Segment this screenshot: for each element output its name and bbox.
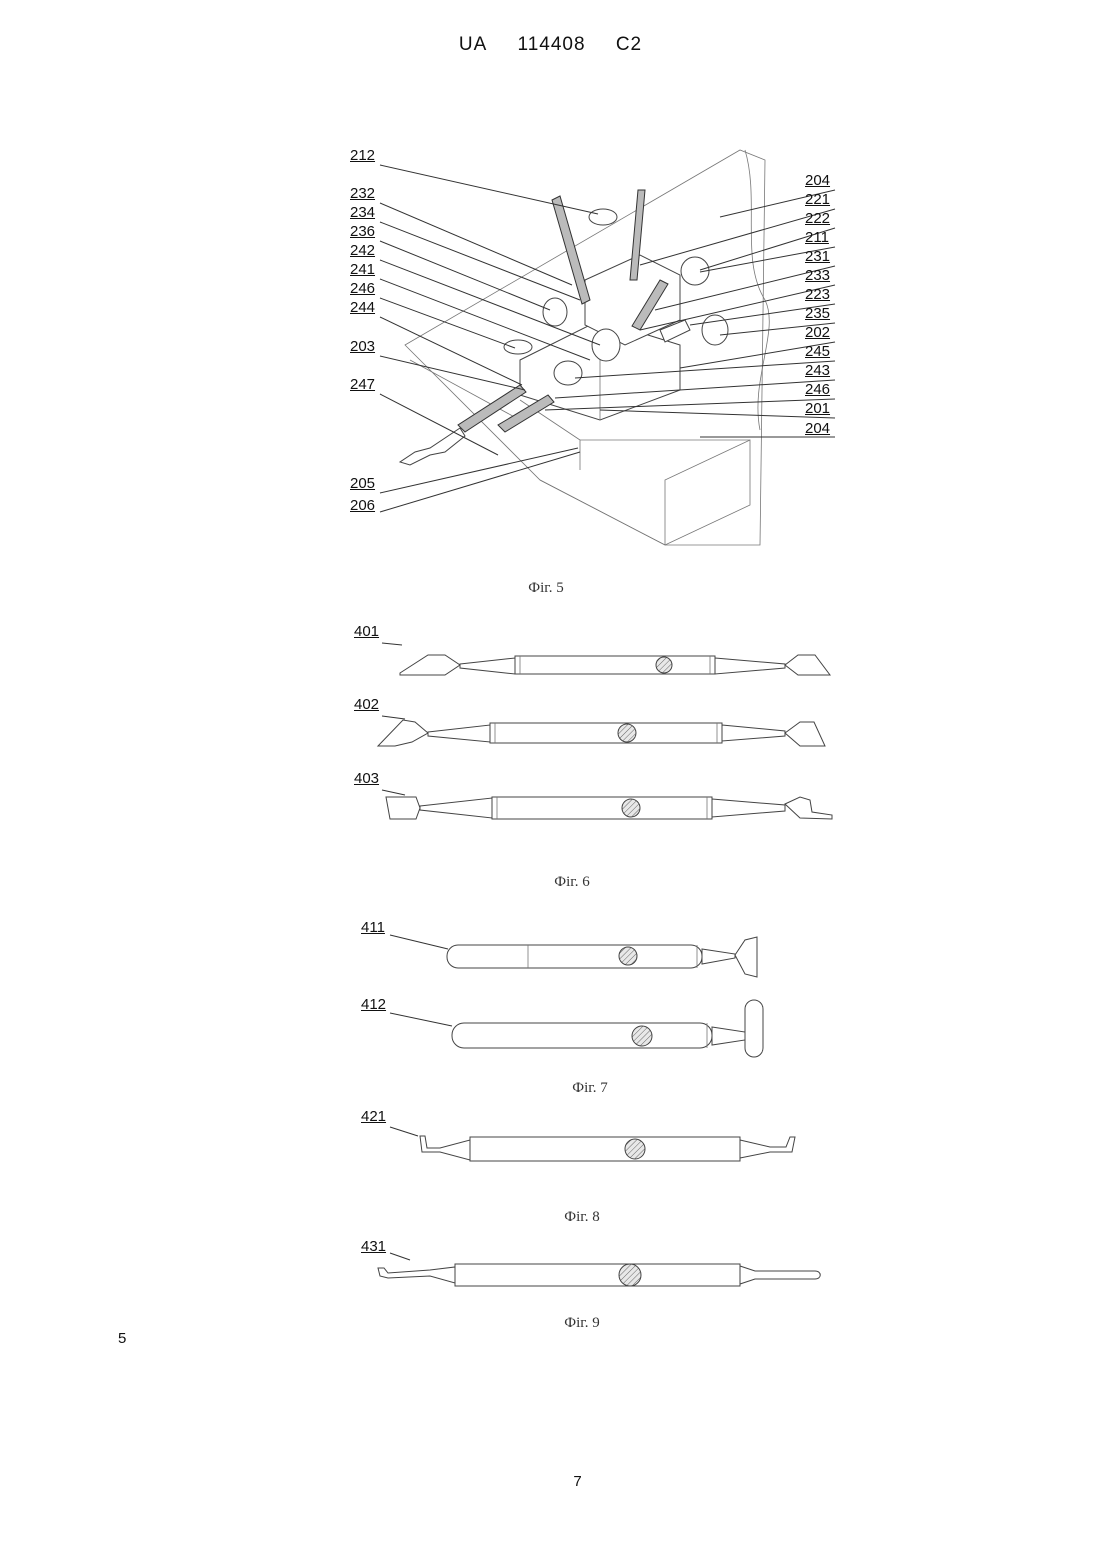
fig6-instrument-401: [382, 643, 830, 675]
fig8-instrument-421: [390, 1127, 795, 1161]
fig5-label-right: 246: [805, 381, 830, 398]
fig7-instrument-412: [390, 1000, 763, 1057]
fig5-label-right: 221: [805, 191, 830, 208]
fig6-label: 403: [354, 770, 379, 787]
fig8-label: 421: [361, 1108, 386, 1125]
fig5-label-right: 233: [805, 267, 830, 284]
fig9-instrument-431: [378, 1253, 820, 1286]
fig5-label-right: 223: [805, 286, 830, 303]
fig5-label-left: 241: [350, 261, 375, 278]
fig5-label-right: 202: [805, 324, 830, 341]
fig5-label-right: 211: [805, 229, 829, 246]
fig5-label-left: 244: [350, 299, 375, 316]
fig9-caption: Фіг. 9: [522, 1315, 642, 1332]
fig8-caption: Фіг. 8: [522, 1209, 642, 1226]
page-number: 7: [0, 1473, 1101, 1490]
fig7-label: 412: [361, 996, 386, 1013]
fig7-caption: Фіг. 7: [530, 1080, 650, 1097]
fig5-label-right: 201: [805, 400, 830, 417]
fig5-assembly-drawing: [380, 150, 835, 545]
fig5-label-right: 243: [805, 362, 830, 379]
fig5-label-left: 247: [350, 376, 375, 393]
fig7-instrument-411: [390, 935, 757, 977]
fig5-label-left: 234: [350, 204, 375, 221]
fig5-label-left: 242: [350, 242, 375, 259]
fig5-label-left: 205: [350, 475, 375, 492]
fig9-label: 431: [361, 1238, 386, 1255]
fig6-caption: Фіг. 6: [512, 874, 632, 891]
fig5-caption: Фіг. 5: [486, 580, 606, 597]
fig6-instrument-403: [382, 790, 832, 819]
fig5-label-left: 212: [350, 147, 375, 164]
fig5-label-right: 204: [805, 172, 830, 189]
fig5-label-left: 232: [350, 185, 375, 202]
fig6-label: 401: [354, 623, 379, 640]
margin-line-number: 5: [118, 1330, 126, 1347]
fig5-label-right: 245: [805, 343, 830, 360]
fig5-label-right: 222: [805, 210, 830, 227]
fig5-label-left: 206: [350, 497, 375, 514]
fig5-label-right: 231: [805, 248, 830, 265]
fig5-label-right: 235: [805, 305, 830, 322]
fig7-label: 411: [361, 919, 385, 936]
fig6-instrument-402: [378, 716, 825, 746]
fig5-label-left: 203: [350, 338, 375, 355]
fig5-label-right: 204: [805, 420, 830, 437]
fig6-label: 402: [354, 696, 379, 713]
fig5-label-left: 236: [350, 223, 375, 240]
fig5-label-left: 246: [350, 280, 375, 297]
